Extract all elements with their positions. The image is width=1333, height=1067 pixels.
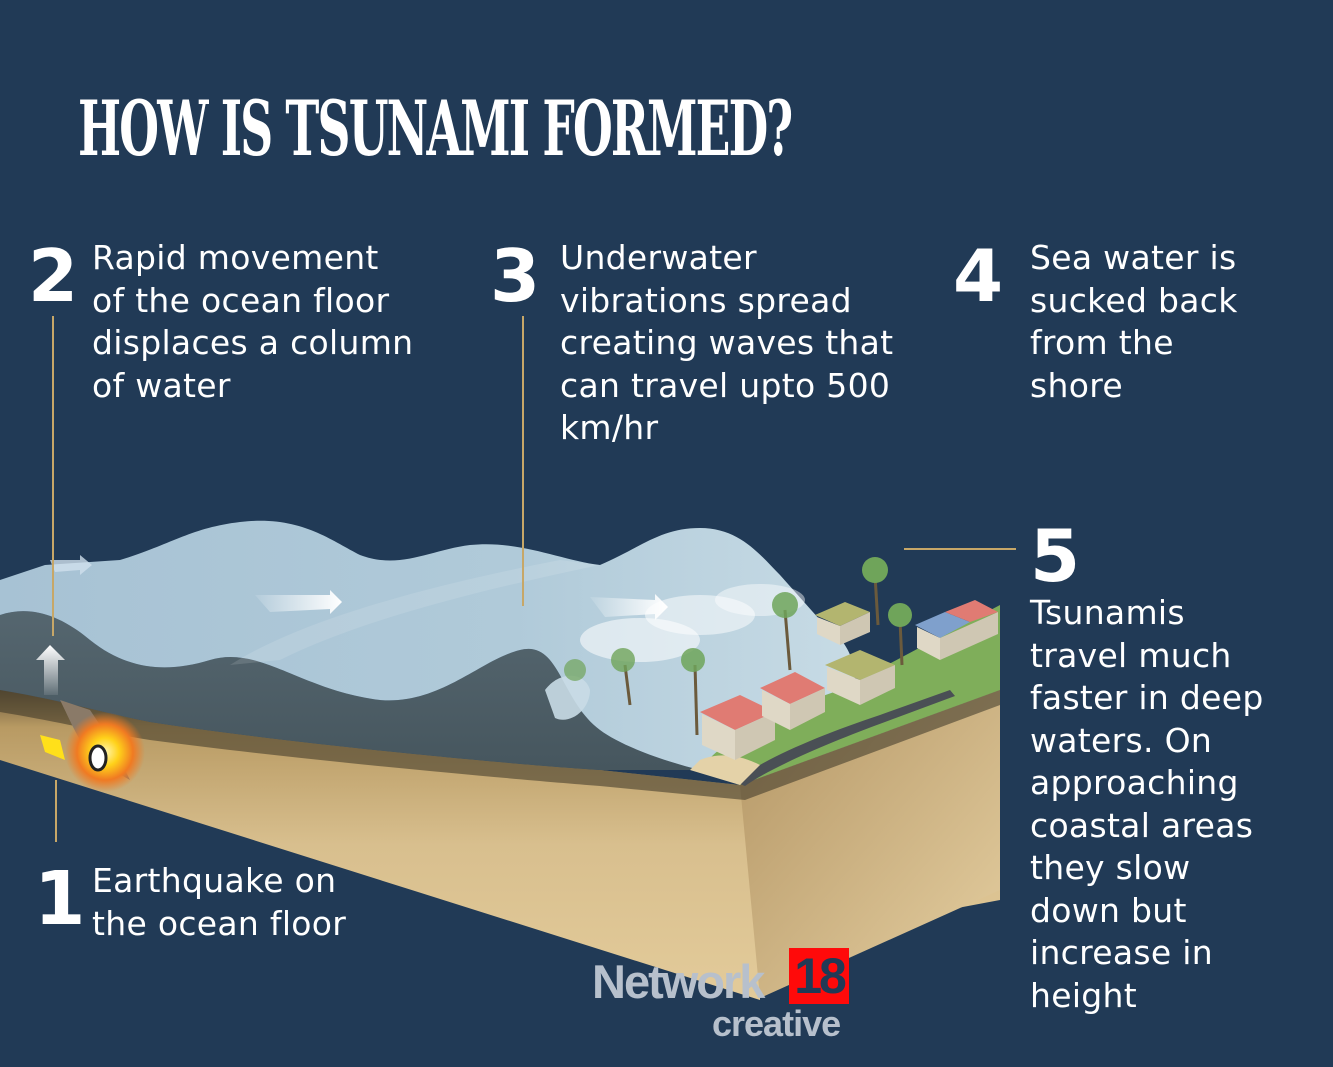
logo-brand-text: Network: [592, 955, 765, 1008]
palm-tree-icon: [772, 592, 798, 671]
house-icon: [815, 602, 870, 645]
step-5-text: Tsunamis travel much faster in deep wate…: [1030, 593, 1264, 1015]
step-4-number: 4: [953, 234, 1004, 318]
logo-tagline: creative: [712, 1003, 841, 1044]
leader-line-step-3: [522, 316, 524, 606]
wave-direction-arrow-icon: [255, 590, 342, 614]
step-4-text: Sea water is sucked back from the shore: [1030, 238, 1238, 405]
wave-direction-arrow-icon: [590, 594, 668, 620]
step-2-number: 2: [28, 234, 79, 318]
house-icon: [915, 600, 998, 660]
deep-water: [0, 611, 700, 770]
palm-tree-icon: [564, 659, 586, 681]
step-1-text: Earthquake on the ocean floor: [92, 861, 347, 943]
step-1-number: 1: [34, 856, 86, 942]
house-icon: [700, 695, 775, 760]
step-2-text: Rapid movement of the ocean floor displa…: [92, 238, 414, 405]
palm-tree-icon: [611, 648, 635, 706]
water-surface: [0, 520, 855, 770]
logo-badge: 18: [789, 948, 849, 1004]
leader-line-step-1: [55, 780, 57, 842]
palm-tree-icon: [681, 648, 705, 736]
house-icon: [760, 672, 825, 730]
upward-arrow-icon: [36, 645, 65, 695]
palm-tree-icon: [862, 557, 888, 626]
leader-line-step-5: [904, 548, 1016, 550]
step-3-number: 3: [490, 234, 541, 318]
sediment-front-face: [0, 690, 1000, 1000]
step-5-number: 5: [1030, 514, 1081, 598]
wave-direction-arrow-icon: [50, 555, 92, 575]
house-icon: [825, 650, 895, 705]
leader-line-step-2: [52, 316, 54, 636]
step-3-text: Underwater vibrations spread creating wa…: [560, 238, 894, 447]
palm-tree-icon: [888, 603, 912, 666]
page-title: HOW IS TSUNAMI FORMED?: [78, 84, 793, 173]
